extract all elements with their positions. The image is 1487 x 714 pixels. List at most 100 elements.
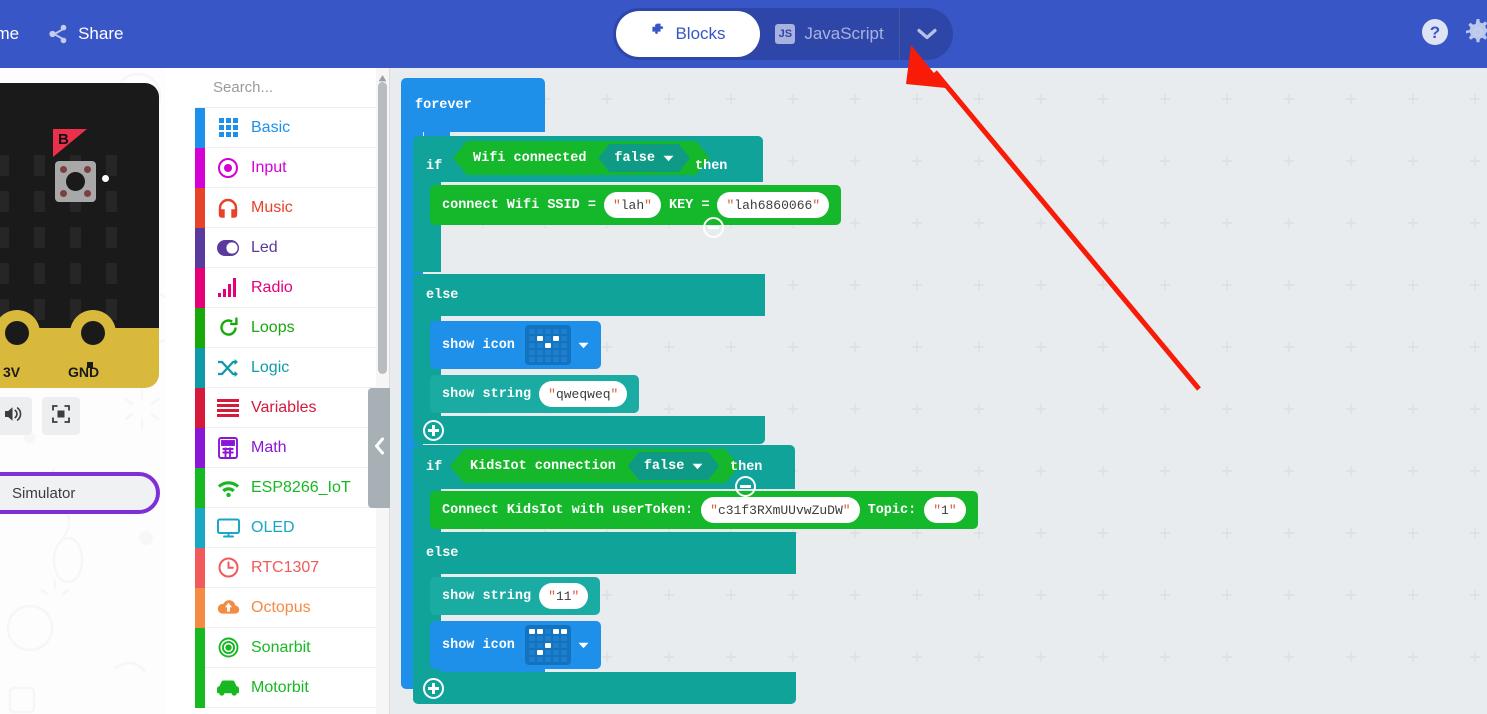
puzzle-icon — [650, 23, 666, 45]
kidsiot-token-value: c31f3RXmUUvwZuDW — [717, 502, 843, 518]
led-pixel — [544, 628, 551, 634]
chevron-down-icon[interactable] — [578, 642, 589, 649]
category-label: RTC1307 — [251, 558, 320, 576]
field-wifi-ssid[interactable]: "lah" — [603, 192, 661, 218]
led-pixel — [536, 342, 543, 348]
category-color-bar — [195, 147, 205, 188]
pad-3v — [0, 310, 40, 362]
connect-kidsiot-topic-label: Topic: — [867, 502, 917, 518]
toolbox-category-logic[interactable]: Logic — [195, 347, 389, 388]
cloud-upload-icon — [211, 598, 245, 617]
toolbox-category-esp8266-iot[interactable]: ESP8266_IoT — [195, 467, 389, 508]
toolbox-category-variables[interactable]: Variables — [195, 387, 389, 428]
toolbox-category-music[interactable]: Music — [195, 187, 389, 228]
led-pixel — [552, 649, 559, 655]
block-connect-wifi[interactable]: connect Wifi SSID = "lah" KEY = "lah6860… — [430, 185, 842, 225]
toolbox-category-math[interactable]: Math — [195, 427, 389, 468]
kidsiot-condition-value: false — [643, 458, 685, 474]
tab-javascript[interactable]: JS JavaScript — [760, 11, 899, 57]
category-color-bar — [195, 347, 205, 388]
block-show-icon-2[interactable]: show icon — [430, 621, 601, 669]
kidsiot-condition-label: KidsIot connection — [470, 458, 616, 474]
field-show-string-1[interactable]: "qweqweq" — [539, 381, 628, 407]
grid-icon — [211, 117, 245, 138]
chevron-down-icon — [692, 463, 703, 470]
kidsiot-topic-value: 1 — [941, 502, 949, 518]
caret-up-icon[interactable] — [378, 70, 387, 82]
block-connect-kidsiot[interactable]: Connect KidsIot with userToken: "c31f3RX… — [430, 491, 978, 529]
dropdown-wifi-value[interactable]: false — [598, 144, 690, 172]
chevron-left-icon — [373, 436, 386, 461]
led-pixel — [528, 335, 535, 341]
plus-circle-icon-1[interactable] — [423, 420, 444, 441]
toolbox-category-led[interactable]: Led — [195, 227, 389, 268]
if-label-2: if — [426, 460, 443, 475]
category-color-bar — [195, 227, 205, 268]
category-color-bar — [195, 187, 205, 228]
reporter-wifi-connected[interactable]: Wifi connected false — [453, 141, 710, 175]
led-icon-field-2[interactable] — [524, 625, 571, 665]
scrollbar-thumb[interactable] — [378, 82, 387, 374]
category-label: Music — [251, 198, 293, 216]
chevron-down-icon — [663, 155, 674, 162]
led-pixel — [536, 649, 543, 655]
block-show-string-1[interactable]: show string "qweqweq" — [430, 375, 640, 413]
home-button[interactable]: ome — [0, 0, 33, 68]
share-button[interactable]: Share — [33, 0, 137, 68]
led-pixel — [552, 328, 559, 334]
block-show-string-2[interactable]: show string "11" — [430, 577, 601, 615]
led-icon-field-1[interactable] — [524, 325, 571, 365]
fullscreen-button[interactable] — [42, 397, 80, 435]
toolbox-category-basic[interactable]: Basic — [195, 107, 389, 148]
block-else-kidsiot-header[interactable] — [413, 532, 796, 574]
forever-label: forever — [415, 98, 472, 113]
toolbox-category-oled[interactable]: OLED — [195, 507, 389, 548]
share-label: Share — [78, 24, 124, 43]
block-else-wifi-header[interactable] — [413, 274, 765, 316]
led-pixel — [528, 349, 535, 355]
search-input[interactable] — [211, 78, 414, 97]
wifi-condition-value: false — [614, 150, 655, 166]
category-label: Octopus — [251, 598, 311, 616]
led-pixel — [560, 356, 567, 362]
chevron-down-icon[interactable] — [578, 342, 589, 349]
editor-tab-switcher: Blocks JS JavaScript — [613, 8, 953, 60]
toolbox-category-radio[interactable]: Radio — [195, 267, 389, 308]
simulator-panel: B 3V GND — [0, 68, 165, 714]
microbit-board: B 3V GND — [0, 83, 159, 388]
led-pixel — [536, 335, 543, 341]
toolbox-search-row — [195, 68, 432, 108]
plus-circle-icon-2[interactable] — [423, 678, 444, 699]
refresh-arrow-icon — [211, 317, 245, 338]
minus-circle-icon-2[interactable] — [735, 476, 756, 497]
tab-blocks[interactable]: Blocks — [616, 11, 760, 57]
help-button[interactable]: ? — [1421, 0, 1449, 68]
toolbox-category-sonarbit[interactable]: Sonarbit — [195, 627, 389, 668]
toolbox-collapse-handle[interactable] — [368, 388, 390, 508]
field-kidsiot-token[interactable]: "c31f3RXmUUvwZuDW" — [701, 497, 860, 523]
toolbox-category-octopus[interactable]: Octopus — [195, 587, 389, 628]
button-b[interactable] — [55, 161, 96, 202]
field-show-string-2[interactable]: "11" — [539, 583, 589, 609]
toolbox-category-rtc1307[interactable]: RTC1307 — [195, 547, 389, 588]
field-kidsiot-topic[interactable]: "1" — [924, 497, 966, 523]
settings-button[interactable] — [1465, 0, 1487, 68]
chevron-down-icon[interactable] — [899, 8, 953, 60]
toolbox-category-input[interactable]: Input — [195, 147, 389, 188]
block-show-icon-1[interactable]: show icon — [430, 321, 601, 369]
led-pixel — [528, 635, 535, 641]
block-forever[interactable]: forever — [401, 78, 545, 132]
category-color-bar — [195, 547, 205, 588]
sound-toggle-button[interactable] — [0, 397, 32, 435]
dropdown-kidsiot-value[interactable]: false — [628, 452, 720, 480]
reporter-kidsiot-connection[interactable]: KidsIot connection false — [450, 449, 739, 483]
toolbox-category-loops[interactable]: Loops — [195, 307, 389, 348]
signal-bars-icon — [211, 278, 245, 297]
blocks-workspace[interactable]: forever if Wifi connected false then con… — [390, 68, 1487, 714]
toolbox-category-motorbit[interactable]: Motorbit — [195, 667, 389, 708]
simulator-pill-button[interactable]: Simulator — [0, 472, 160, 514]
minus-circle-icon[interactable] — [703, 217, 724, 238]
home-label: ome — [0, 24, 20, 43]
field-wifi-key[interactable]: "lah6860066" — [717, 192, 830, 218]
